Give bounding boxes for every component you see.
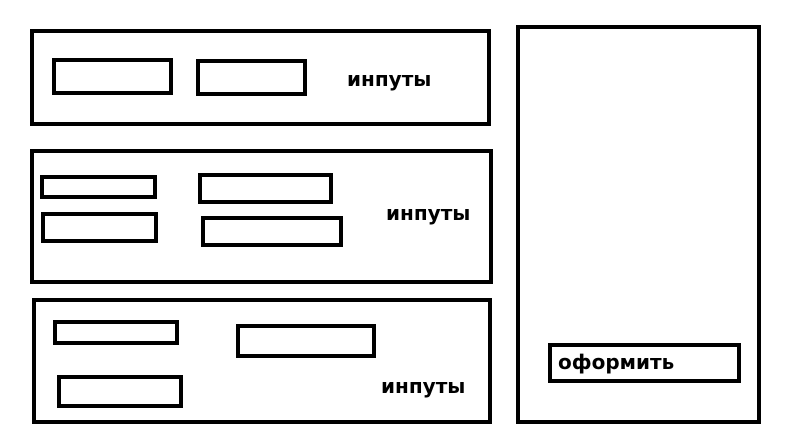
section-2-label: инпуты	[386, 201, 471, 225]
section-1-input-2[interactable]	[196, 59, 307, 96]
section-3-label: инпуты	[381, 374, 466, 398]
section-3-input-2[interactable]	[236, 324, 376, 358]
section-2-input-4[interactable]	[201, 216, 343, 247]
section-3-input-3[interactable]	[57, 375, 183, 408]
section-2-input-2[interactable]	[198, 173, 333, 204]
order-submit-button[interactable]: оформить	[548, 343, 741, 383]
order-submit-label: оформить	[558, 350, 675, 374]
section-1-input-1[interactable]	[52, 58, 173, 95]
section-2-input-3[interactable]	[41, 212, 158, 243]
section-2-input-1[interactable]	[40, 175, 157, 199]
section-1-label: инпуты	[347, 67, 432, 91]
order-side-panel: оформить	[516, 25, 761, 424]
section-3-input-1[interactable]	[53, 320, 179, 345]
